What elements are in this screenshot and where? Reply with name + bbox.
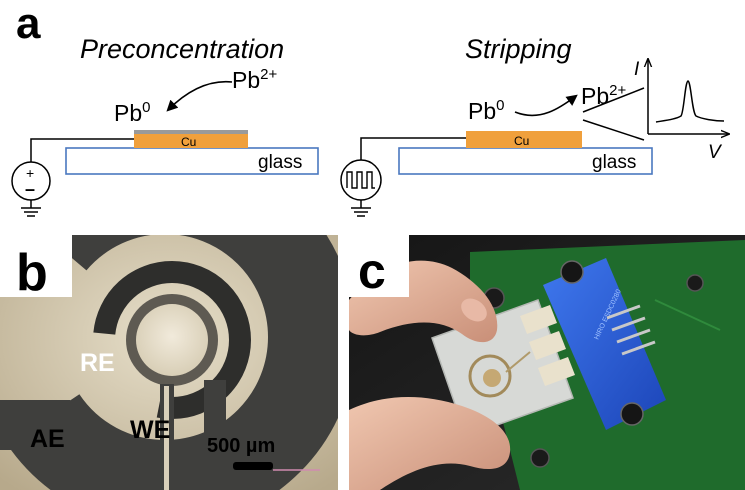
strip-wire: [360, 137, 466, 160]
ground-icon: [351, 200, 371, 217]
panel-a-letter: a: [16, 0, 41, 48]
working-electrode-trace: [164, 386, 169, 490]
screw-icon: [530, 448, 550, 468]
panel-c-photo: HIRO ESDC0280 c: [349, 235, 745, 490]
pre-glass-substrate: [65, 147, 319, 175]
strip-cu-electrode: [466, 131, 582, 148]
chip-trace: [505, 351, 531, 373]
strip-cu-label: Cu: [514, 134, 529, 148]
fingernail: [461, 298, 487, 322]
working-electrode-disk: [136, 304, 208, 376]
scale-bar: [233, 462, 273, 470]
strip-ion-label: Pb2+: [581, 82, 626, 109]
auxiliary-electrode-lead: [0, 400, 92, 450]
chip-contact-pad: [520, 305, 557, 334]
panel-b-micrograph: b RE WE AE 500 µm: [0, 235, 338, 490]
reference-electrode-lead: [204, 380, 226, 490]
scale-bar-label: 500 µm: [207, 435, 275, 457]
dc-source-plus: +: [26, 165, 34, 181]
voltammogram-inset: I V: [634, 59, 728, 163]
pre-metal-label: Pb0: [114, 99, 150, 126]
panel-b-letter-box: [0, 235, 72, 297]
ae-label: AE: [30, 425, 65, 453]
pre-glass-label: glass: [258, 152, 302, 173]
screw-icon: [686, 274, 704, 292]
chip-electrode-ring: [468, 354, 512, 398]
stripping-title: Stripping: [465, 34, 572, 64]
pre-wire: [30, 138, 134, 162]
square-wave-icon: [346, 171, 375, 189]
pre-deposition-arrow: [166, 80, 233, 112]
chip-contact-pad: [538, 357, 575, 386]
we-label: WE: [130, 416, 170, 444]
re-label: RE: [80, 349, 115, 377]
connector-screw-icon: [560, 260, 584, 284]
blue-connector: [543, 258, 666, 430]
panel-c-letter-box: [349, 235, 409, 297]
pre-ion-label: Pb2+: [232, 66, 277, 93]
strip-glass-label: glass: [592, 152, 636, 173]
strip-metal-label: Pb0: [468, 97, 504, 124]
pre-cu-label: Cu: [181, 135, 196, 149]
inset-peak-curve: [655, 80, 725, 123]
preconcentration-title: Preconcentration: [80, 34, 284, 64]
zoom-line-top: [582, 87, 645, 113]
preconcentration-schematic: Preconcentration Pb2+ Pb0 glass Cu + –: [11, 34, 319, 217]
chip-contact-pad: [529, 331, 566, 360]
panel-a: a Preconcentration Pb2+ Pb0 glass Cu + –: [11, 0, 728, 217]
pcb-trace: [654, 299, 721, 331]
connector-pins: [606, 304, 656, 356]
chip-electrode-disk: [483, 369, 501, 387]
stripping-schematic: Stripping Pb0 Pb2+ glass Cu: [340, 34, 728, 217]
strip-oxidation-arrow: [514, 94, 578, 117]
pre-lead-film: [134, 130, 248, 134]
finger-bottom: [349, 396, 511, 490]
zoom-line-bottom: [582, 119, 645, 141]
inset-y-label: I: [634, 59, 640, 80]
pre-cu-electrode: [134, 134, 248, 148]
panel-b-letter: b: [16, 244, 48, 302]
connector-screw-icon: [620, 402, 644, 426]
panel-c-letter: c: [358, 243, 386, 299]
inset-x-label: V: [708, 142, 723, 163]
dc-source-minus: –: [25, 179, 35, 199]
ground-icon: [21, 200, 41, 217]
